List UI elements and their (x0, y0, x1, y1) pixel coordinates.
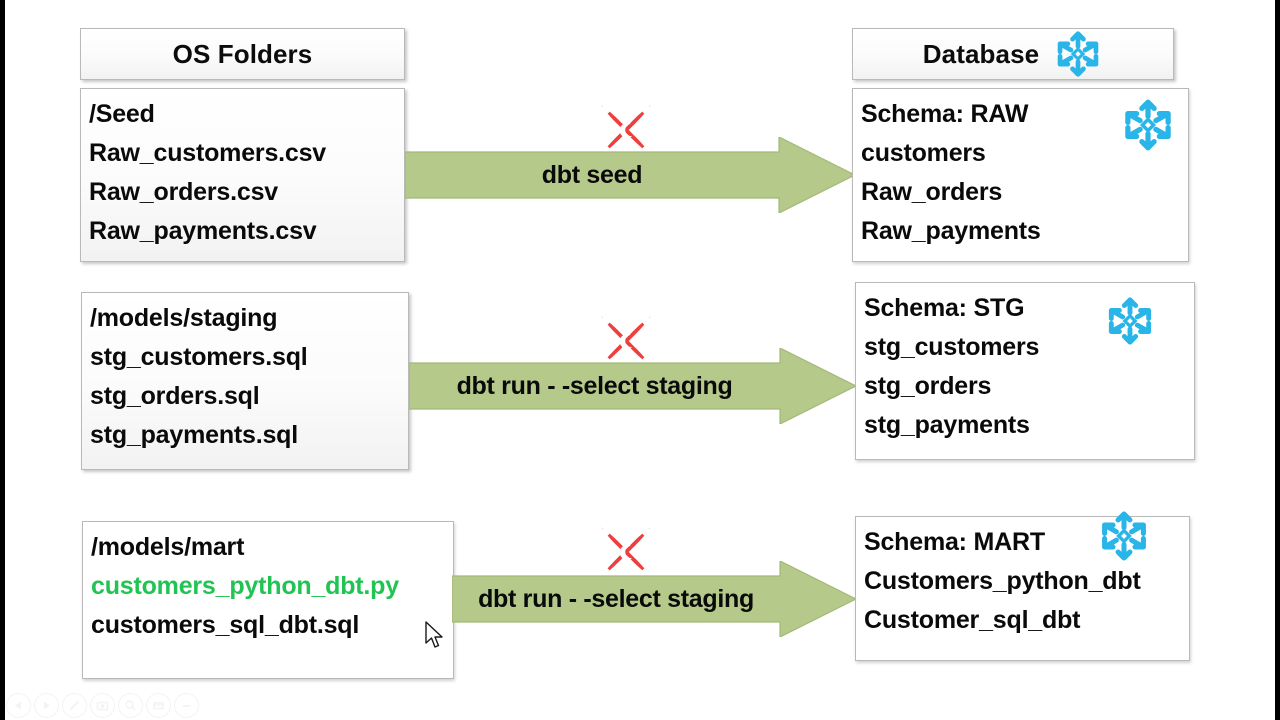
database-box-stg: Schema: STG stg_customers stg_orders stg… (855, 282, 1195, 460)
snowflake-icon (1053, 29, 1103, 79)
database-list-mart: Schema: MART Customers_python_dbt Custom… (864, 523, 1183, 640)
pen-tool-button[interactable] (62, 693, 87, 718)
os-folder-list-seed: /Seed Raw_customers.csv Raw_orders.csv R… (89, 95, 398, 251)
table-row: Raw_payments (861, 217, 1041, 245)
arrow-dbt-run-staging (408, 347, 858, 425)
arrow-label-dbt-run-staging: dbt run - -select staging (456, 371, 733, 400)
zoom-button[interactable] (118, 693, 143, 718)
os-folder-box-seed: /Seed Raw_customers.csv Raw_orders.csv R… (80, 88, 405, 262)
left-letterbox-bar (0, 0, 5, 720)
list-item: Raw_customers.csv (89, 139, 327, 167)
folder-path-label: /Seed (89, 100, 155, 128)
list-item: Raw_payments.csv (89, 217, 317, 245)
schema-label: Schema: RAW (861, 100, 1029, 128)
database-list-stg: Schema: STG stg_customers stg_orders stg… (864, 289, 1188, 445)
os-folder-box-mart: /models/mart customers_python_dbt.py cus… (82, 521, 454, 679)
arrow-dbt-seed (404, 136, 857, 214)
snowflake-icon (1120, 97, 1176, 158)
database-header-label: Database (922, 38, 1040, 69)
arrow-label-dbt-seed: dbt seed (541, 160, 643, 189)
dbt-logo-icon (592, 96, 660, 164)
database-box-raw: Schema: RAW customers Raw_orders Raw_pay… (852, 88, 1189, 262)
camera-button[interactable] (90, 693, 115, 718)
minimize-button[interactable] (174, 693, 199, 718)
list-item: stg_orders.sql (90, 382, 260, 410)
database-box-mart: Schema: MART Customers_python_dbt Custom… (855, 511, 1190, 661)
list-item: stg_customers.sql (90, 343, 308, 371)
snowflake-icon (1097, 509, 1151, 568)
os-folder-list-staging: /models/staging stg_customers.sql stg_or… (90, 299, 402, 455)
table-row: Customers_python_dbt (864, 567, 1141, 595)
os-folders-header-box: OS Folders (80, 28, 405, 80)
right-letterbox-bar (1275, 0, 1280, 720)
schema-label: Schema: STG (864, 294, 1025, 322)
snowflake-icon (1104, 295, 1156, 352)
menu-button[interactable] (146, 693, 171, 718)
list-item-python: customers_python_dbt.py (91, 572, 399, 600)
presentation-toolbar[interactable] (6, 693, 199, 718)
os-folder-list-mart: /models/mart customers_python_dbt.py cus… (91, 528, 447, 645)
table-row: stg_payments (864, 411, 1030, 439)
dbt-logo-icon (592, 518, 660, 586)
database-header-box: Database (852, 28, 1174, 80)
os-folders-header-label: OS Folders (172, 38, 313, 69)
mouse-cursor (424, 620, 446, 650)
arrow-dbt-run-mart (451, 560, 858, 638)
previous-slide-button[interactable] (6, 693, 31, 718)
table-row: Raw_orders (861, 178, 1003, 206)
os-folder-box-staging: /models/staging stg_customers.sql stg_or… (81, 292, 409, 470)
arrow-label-dbt-run-mart: dbt run - -select staging (478, 584, 754, 613)
table-row: stg_customers (864, 333, 1040, 361)
database-list-raw: Schema: RAW customers Raw_orders Raw_pay… (861, 95, 1182, 251)
schema-label: Schema: MART (864, 528, 1045, 556)
table-row: Customer_sql_dbt (864, 606, 1081, 634)
folder-path-label: /models/staging (90, 304, 278, 332)
table-row: stg_orders (864, 372, 992, 400)
folder-path-label: /models/mart (91, 533, 245, 561)
list-item-sql: customers_sql_dbt.sql (91, 611, 360, 639)
list-item: Raw_orders.csv (89, 178, 278, 206)
table-row: customers (861, 139, 986, 167)
list-item: stg_payments.sql (90, 421, 298, 449)
next-slide-button[interactable] (34, 693, 59, 718)
